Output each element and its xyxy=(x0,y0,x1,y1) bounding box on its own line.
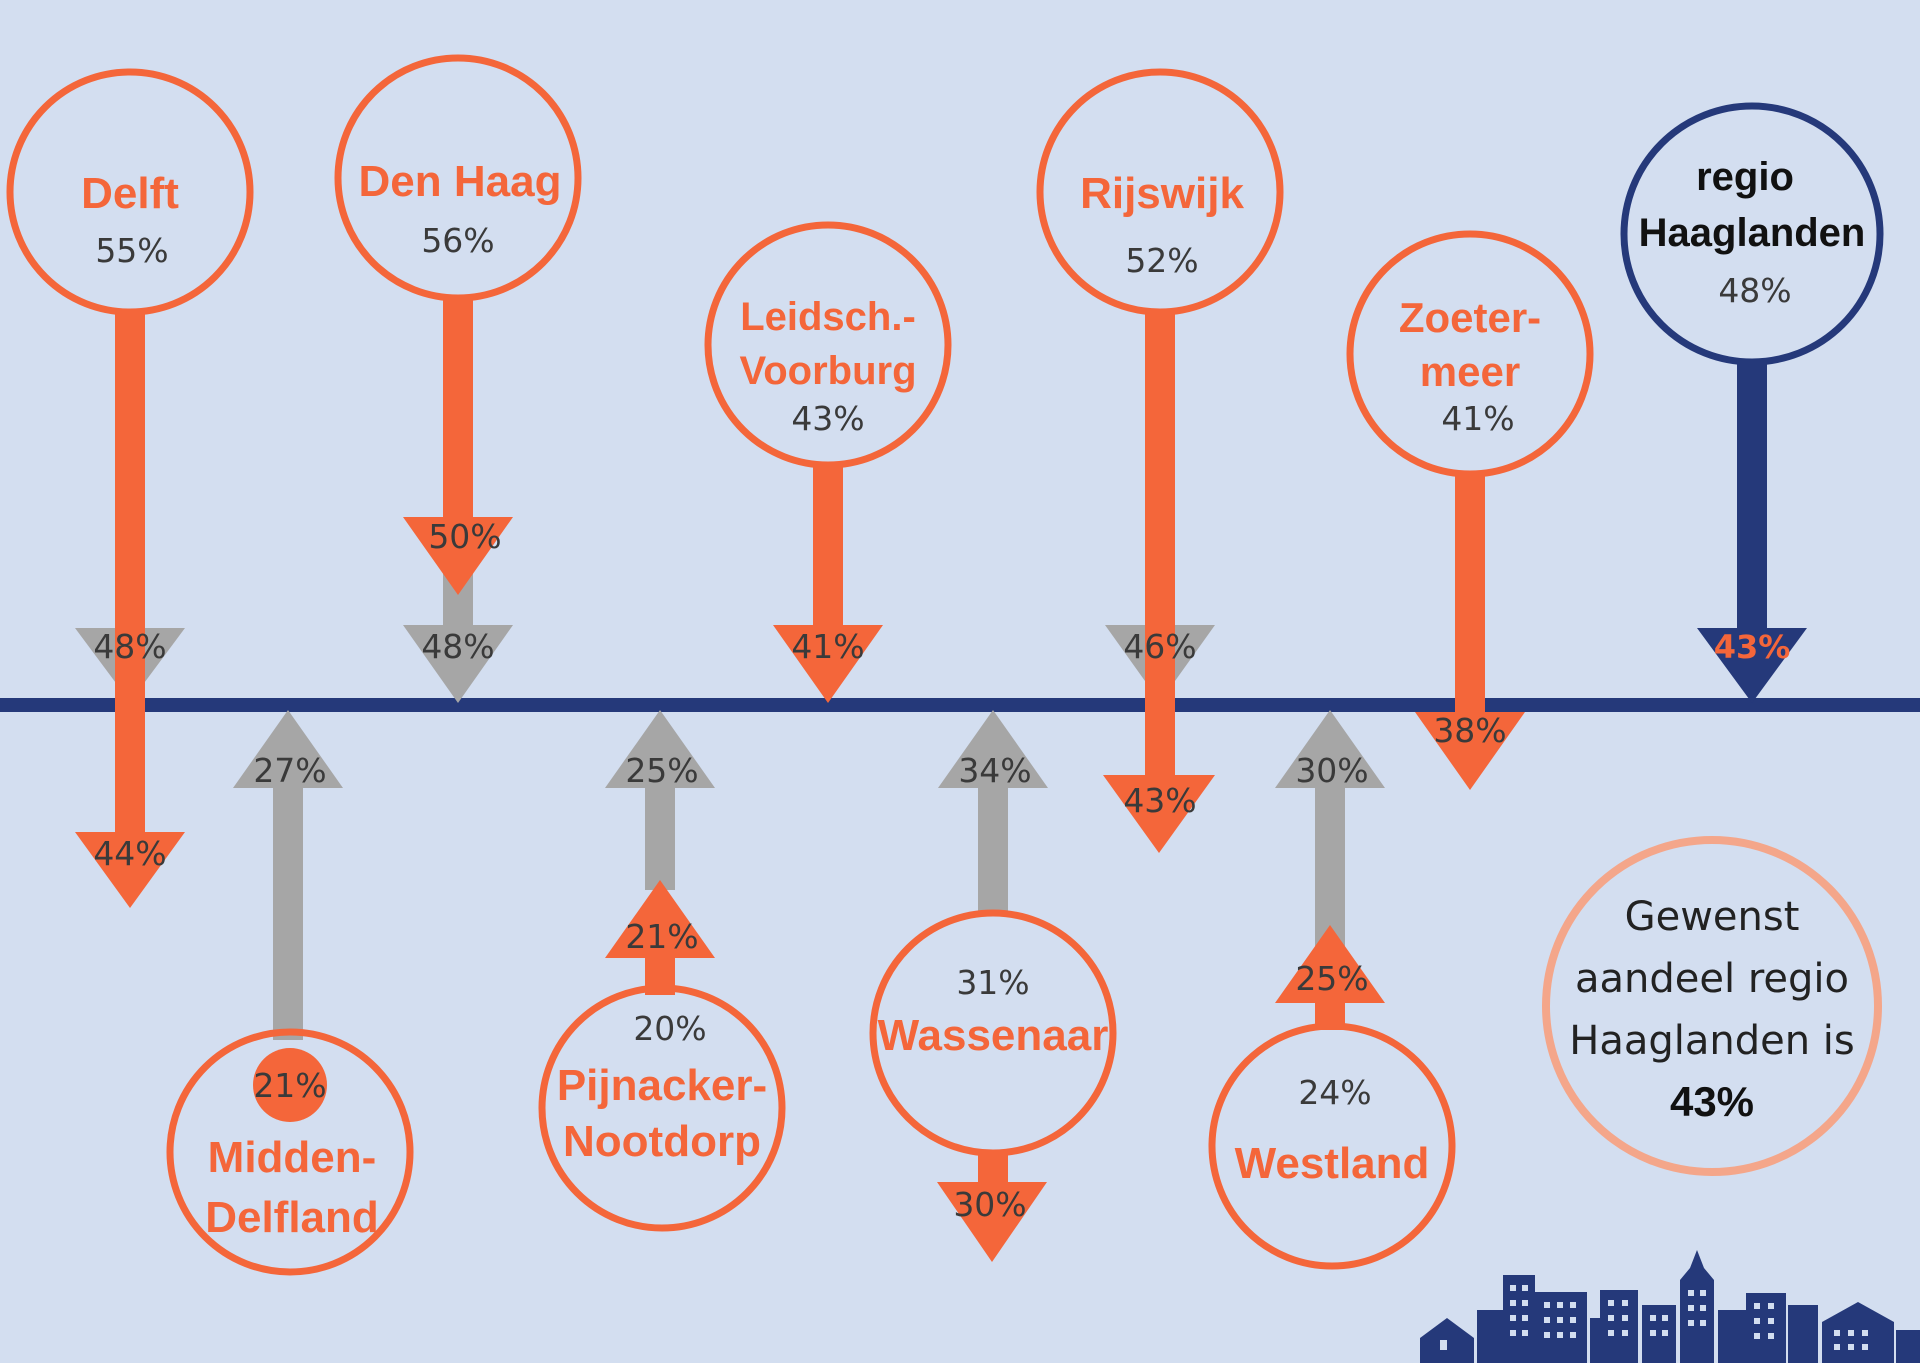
orange-value-pijnacker-nootdorp: 21% xyxy=(625,917,698,956)
arrow-value-regio-haaglanden: 43% xyxy=(1714,628,1791,666)
orange-arrow-shaft-zoetermeer xyxy=(1455,476,1485,716)
circle-value-wassenaar: 31% xyxy=(956,963,1029,1002)
circle-value-rijswijk: 52% xyxy=(1125,241,1198,280)
gray-arrow-head-pijnacker-nootdorp xyxy=(605,710,715,788)
label-wassenaar: Wassenaar xyxy=(878,1011,1109,1060)
circle-value-pijnacker-nootdorp: 20% xyxy=(633,1009,706,1048)
circle-midden-delfland xyxy=(166,1028,414,1276)
orange-arrow-head-den-haag xyxy=(403,517,513,595)
orange-arrow-head-zoetermeer xyxy=(1415,712,1525,790)
circle-westland xyxy=(1208,1022,1456,1270)
note-line-2: aandeel regio xyxy=(1575,956,1849,1002)
circle-value-delft: 55% xyxy=(95,231,168,270)
orange-value-den-haag: 50% xyxy=(428,517,501,556)
orange-arrow-shaft-den-haag xyxy=(443,300,473,520)
baseline xyxy=(0,698,1920,712)
orange-arrow-head-rijswijk xyxy=(1103,775,1215,853)
gray-arrow-head-midden-delfland xyxy=(233,710,343,788)
orange-value-delft: 44% xyxy=(93,834,166,873)
orange-value-rijswijk: 43% xyxy=(1123,781,1196,820)
note-ring xyxy=(1542,836,1882,1176)
orange-arrow-shaft-wassenaar xyxy=(978,1154,1008,1184)
label-rijswijk: Rijswijk xyxy=(1080,169,1244,218)
circle-value-westland: 24% xyxy=(1298,1073,1371,1112)
label-zoetermeer-line2: meer xyxy=(1420,348,1520,395)
group-delft: Delft 55% 48% 44% xyxy=(6,68,254,908)
label-midden-delfland-line1: Midden- xyxy=(208,1133,377,1182)
orange-value-westland: 25% xyxy=(1295,959,1368,998)
circle-value-regio-haaglanden: 48% xyxy=(1718,271,1791,310)
group-zoetermeer: Zoeter- meer 41% 38% xyxy=(1346,230,1594,790)
group-regio-haaglanden: regio Haaglanden 48% 43% xyxy=(1620,102,1884,703)
circle-value-leidschendam-voorburg: 43% xyxy=(791,399,864,438)
note-line-3: Haaglanden is xyxy=(1569,1018,1855,1064)
orange-value-midden-delfland: 21% xyxy=(253,1066,326,1105)
gray-arrow-head-den-haag xyxy=(403,625,513,703)
orange-arrow-head-delft xyxy=(75,832,185,908)
circle-den-haag xyxy=(334,54,582,302)
gray-value-westland: 30% xyxy=(1295,751,1368,790)
circle-pijnacker-nootdorp xyxy=(538,984,786,1232)
gray-value-den-haag: 48% xyxy=(421,627,494,666)
gray-arrow-shaft-wassenaar xyxy=(978,780,1008,915)
orange-dot-midden-delfland xyxy=(253,1048,327,1122)
group-westland: 30% 25% 24% Westland xyxy=(1208,710,1456,1270)
orange-value-zoetermeer: 38% xyxy=(1433,711,1506,750)
gray-arrow-shaft-pijnacker-nootdorp xyxy=(645,780,675,890)
note-line-1: Gewenst xyxy=(1625,894,1800,940)
orange-arrow-head-leidschendam-voorburg xyxy=(773,625,883,703)
orange-arrow-shaft-delft xyxy=(115,313,145,835)
circle-delft xyxy=(6,68,254,316)
label-den-haag: Den Haag xyxy=(359,157,562,206)
gray-value-rijswijk: 46% xyxy=(1123,627,1196,666)
note-value: 43% xyxy=(1670,1078,1754,1125)
group-den-haag: Den Haag 56% 50% 48% xyxy=(334,54,582,703)
gray-value-wassenaar: 34% xyxy=(958,751,1031,790)
label-zoetermeer-line1: Zoeter- xyxy=(1399,294,1541,341)
gray-value-midden-delfland: 27% xyxy=(253,751,326,790)
orange-arrow-shaft-leidschendam-voorburg xyxy=(813,466,843,631)
label-pijnacker-nootdorp-line1: Pijnacker- xyxy=(557,1061,767,1110)
label-midden-delfland-line2: Delfland xyxy=(205,1193,379,1242)
orange-arrow-head-pijnacker-nootdorp xyxy=(605,880,715,958)
gray-value-pijnacker-nootdorp: 25% xyxy=(625,751,698,790)
label-leidschendam-voorburg-line2: Voorburg xyxy=(739,349,916,393)
group-pijnacker-nootdorp: 25% 21% 20% Pijnacker- Nootdorp xyxy=(538,710,786,1232)
gray-arrow-shaft-midden-delfland xyxy=(273,780,303,1040)
gray-arrow-shaft-westland xyxy=(1315,780,1345,950)
circle-leidschendam-voorburg xyxy=(704,221,952,469)
label-regio-line2: Haaglanden xyxy=(1639,211,1866,255)
navy-arrow-head-regio-haaglanden xyxy=(1697,628,1807,703)
orange-value-wassenaar: 30% xyxy=(953,1185,1026,1224)
navy-arrow-shaft-regio-haaglanden xyxy=(1737,362,1767,632)
circle-rijswijk xyxy=(1036,68,1284,316)
circle-value-zoetermeer: 41% xyxy=(1441,399,1514,438)
city-skyline-icon xyxy=(1420,1250,1920,1363)
group-midden-delfland: 27% 21% Midden- Delfland xyxy=(166,710,414,1276)
orange-arrow-shaft-rijswijk xyxy=(1145,313,1175,778)
label-delft: Delft xyxy=(81,169,179,218)
group-leidschendam-voorburg: Leidsch.- Voorburg 43% 41% xyxy=(704,221,952,703)
orange-arrow-head-westland xyxy=(1275,925,1385,1003)
label-westland: Westland xyxy=(1235,1139,1430,1188)
group-rijswijk: Rijswijk 52% 46% 43% xyxy=(1036,68,1284,853)
circle-zoetermeer xyxy=(1346,230,1594,478)
circle-wassenaar xyxy=(869,909,1117,1157)
gray-value-delft: 48% xyxy=(93,627,166,666)
label-leidschendam-voorburg-line1: Leidsch.- xyxy=(740,295,916,339)
orange-arrow-head-wassenaar xyxy=(937,1182,1047,1262)
label-pijnacker-nootdorp-line2: Nootdorp xyxy=(563,1117,761,1166)
label-regio-line1: regio xyxy=(1696,155,1794,199)
note-desired-share: Gewenst aandeel regio Haaglanden is 43% xyxy=(1542,836,1882,1176)
group-wassenaar: 34% 31% Wassenaar 30% xyxy=(869,710,1117,1262)
gray-arrow-head-westland xyxy=(1275,710,1385,788)
gray-arrow-head-wassenaar xyxy=(938,710,1048,788)
circle-value-den-haag: 56% xyxy=(421,221,494,260)
orange-value-leidschendam-voorburg: 41% xyxy=(791,627,864,666)
